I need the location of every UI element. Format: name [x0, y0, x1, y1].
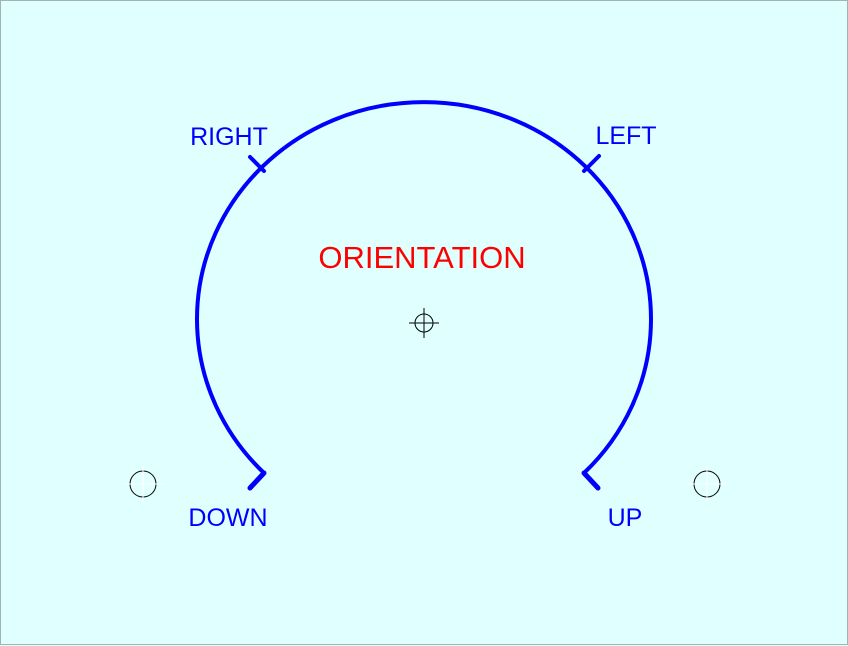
right-tick	[248, 155, 266, 173]
up-end-hook	[581, 470, 601, 491]
left-tick	[582, 154, 601, 173]
down-end-hook	[247, 470, 267, 491]
left-mount-hole-icon	[123, 466, 163, 502]
orientation-arc	[195, 100, 653, 475]
down-label: DOWN	[188, 504, 267, 532]
up-label: UP	[608, 504, 643, 532]
left-label: LEFT	[595, 122, 656, 150]
right-label: RIGHT	[190, 123, 268, 151]
center-crosshair-icon	[409, 308, 439, 338]
right-mount-hole-icon	[687, 466, 727, 502]
title-label: ORIENTATION	[318, 240, 525, 275]
